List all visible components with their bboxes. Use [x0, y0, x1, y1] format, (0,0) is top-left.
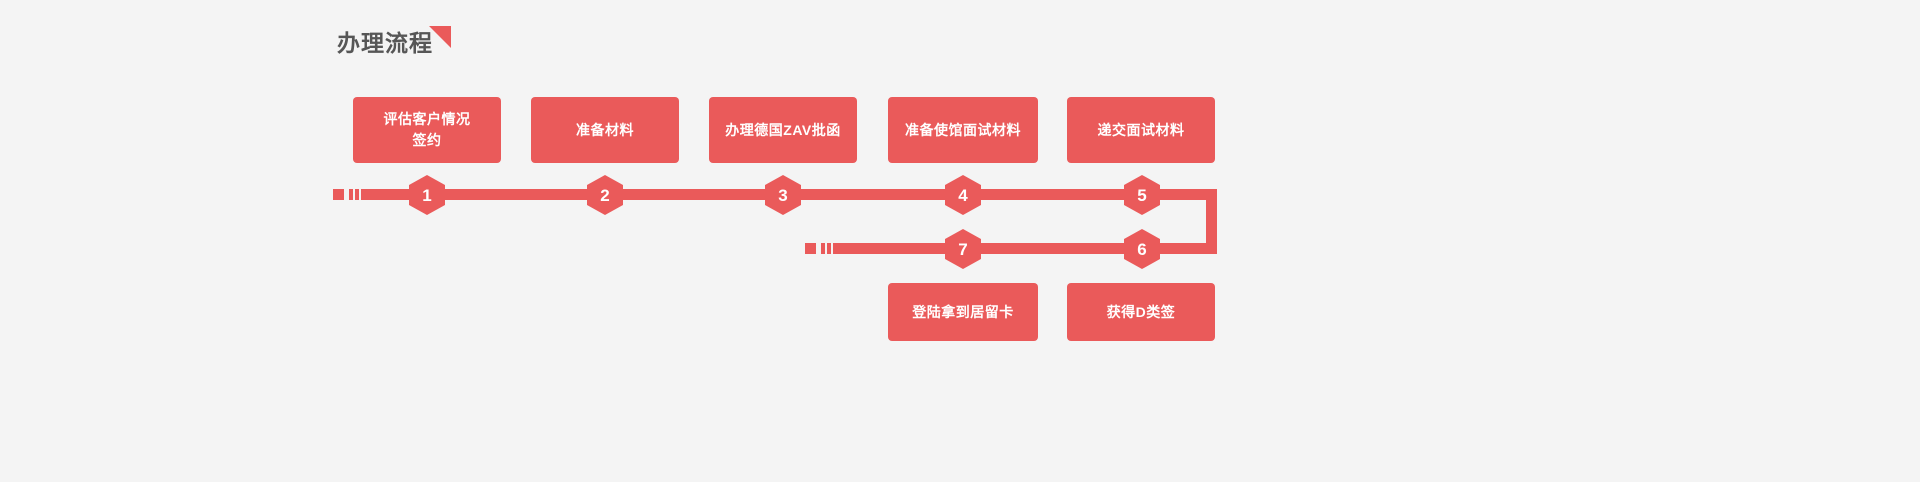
step-marker-number: 1 — [422, 185, 432, 205]
flow-step-card-7[interactable]: 登陆拿到居留卡 — [888, 283, 1038, 341]
flow-step-card-label: 评估客户情况 签约 — [383, 111, 471, 148]
flow-step-card-1[interactable]: 评估客户情况 签约 — [353, 97, 501, 163]
row1-dash-square-icon — [333, 189, 344, 200]
flow-step-card-label: 登陆拿到居留卡 — [912, 303, 1014, 320]
step-marker-number: 6 — [1137, 239, 1147, 259]
row2-dash-bar-2-icon — [827, 243, 831, 254]
step-marker-number: 5 — [1137, 185, 1147, 205]
flow-step-card-6[interactable]: 获得D类签 — [1067, 283, 1215, 341]
step-marker-1[interactable]: 1 — [409, 175, 445, 215]
step-marker-2[interactable]: 2 — [587, 175, 623, 215]
row2-dash-square-icon — [805, 243, 816, 254]
step-marker-3[interactable]: 3 — [765, 175, 801, 215]
flow-step-card-label: 准备材料 — [576, 121, 634, 138]
uturn-top-segment — [1142, 189, 1217, 200]
step-marker-6[interactable]: 6 — [1124, 229, 1160, 269]
title-triangle-accent-icon — [429, 26, 451, 48]
flow-step-card-5[interactable]: 递交面试材料 — [1067, 97, 1215, 163]
flow-step-card-label: 准备使馆面试材料 — [905, 121, 1021, 138]
flow-step-card-label: 办理德国ZAV批函 — [725, 121, 841, 138]
page-title: 办理流程 — [337, 26, 451, 58]
row1-dash-bar-1-icon — [349, 189, 353, 200]
step-marker-number: 4 — [958, 185, 968, 205]
step-marker-5[interactable]: 5 — [1124, 175, 1160, 215]
step-marker-number: 2 — [600, 185, 610, 205]
step-marker-4[interactable]: 4 — [945, 175, 981, 215]
flow-step-card-label: 递交面试材料 — [1097, 121, 1185, 138]
flow-step-card-4[interactable]: 准备使馆面试材料 — [888, 97, 1038, 163]
page-title-text: 办理流程 — [337, 30, 433, 56]
flow-step-card-label: 获得D类签 — [1106, 303, 1176, 320]
step-marker-7[interactable]: 7 — [945, 229, 981, 269]
step-marker-number: 7 — [958, 239, 968, 259]
flow-step-card-2[interactable]: 准备材料 — [531, 97, 679, 163]
row1-dash-bar-2-icon — [355, 189, 359, 200]
flow-step-card-3[interactable]: 办理德国ZAV批函 — [709, 97, 857, 163]
uturn-right-segment — [1206, 189, 1217, 254]
row2-dash-bar-1-icon — [821, 243, 825, 254]
step-marker-number: 3 — [778, 185, 788, 205]
row2-timeline-bar — [833, 243, 1217, 254]
